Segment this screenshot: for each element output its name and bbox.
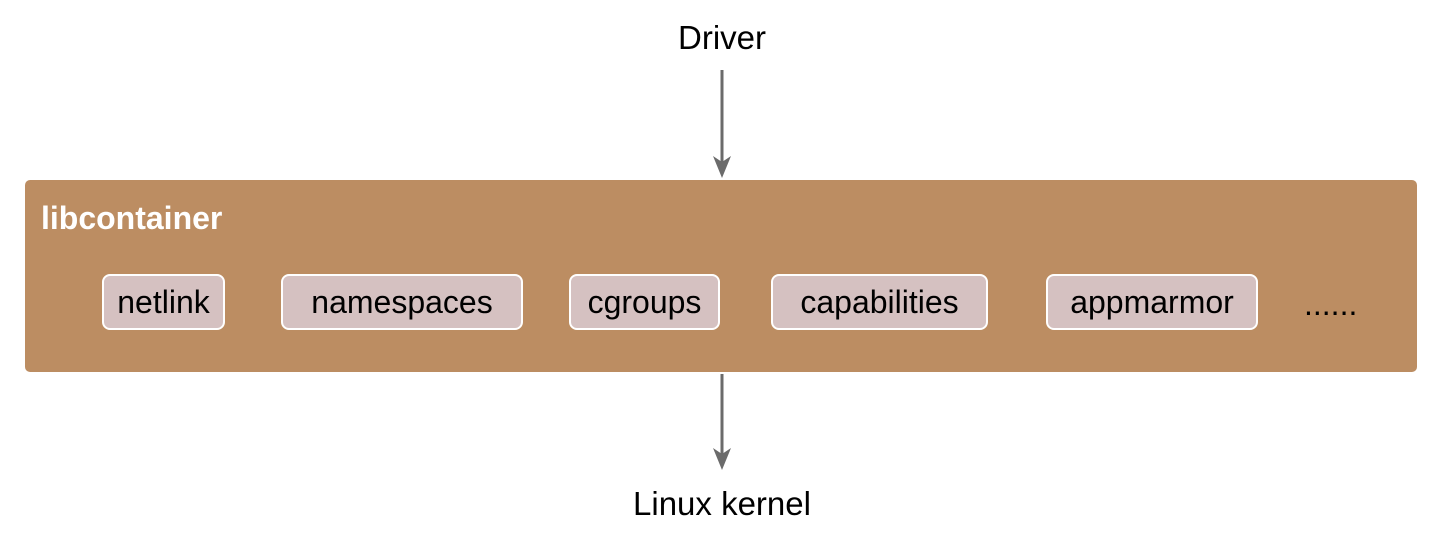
libcontainer-title: libcontainer <box>41 200 223 236</box>
arrow-down-icon <box>713 70 731 178</box>
more-modules-ellipsis: ...... <box>1304 286 1358 322</box>
module-cgroups: cgroups <box>569 274 720 330</box>
module-netlink: netlink <box>102 274 225 330</box>
libcontainer-box: libcontainer netlink namespaces cgroups … <box>25 180 1417 372</box>
driver-label: Driver <box>678 19 766 56</box>
module-capabilities: capabilities <box>771 274 988 330</box>
module-namespaces: namespaces <box>281 274 523 330</box>
arrow-down-icon <box>713 374 731 470</box>
linux-kernel-label: Linux kernel <box>633 485 811 522</box>
module-appmarmor: appmarmor <box>1046 274 1258 330</box>
